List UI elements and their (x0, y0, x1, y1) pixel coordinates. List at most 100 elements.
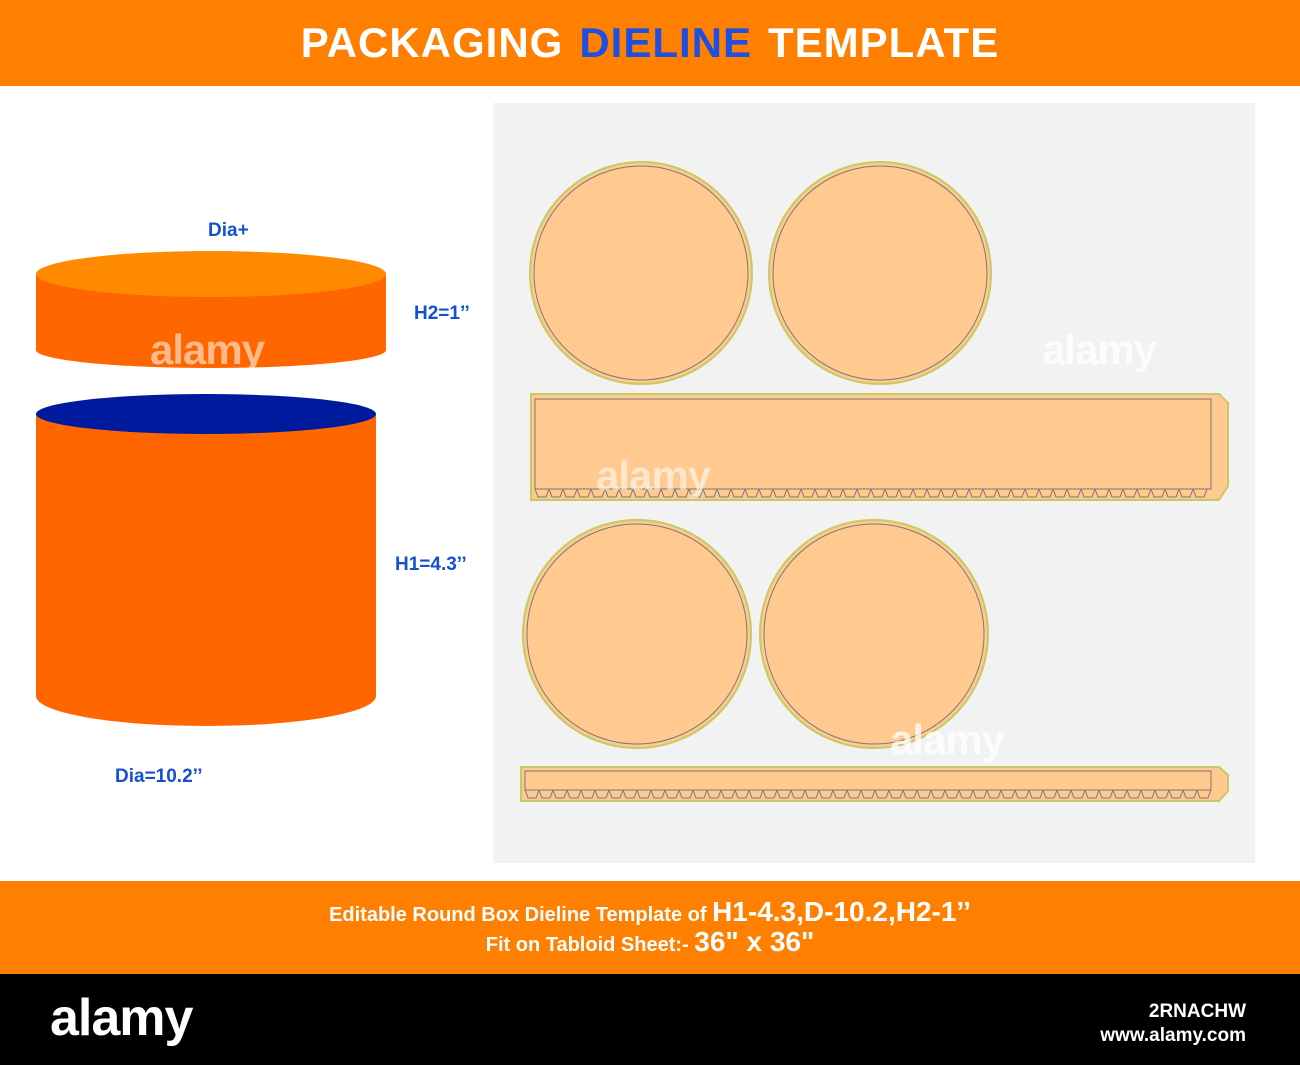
glue-notch (1098, 789, 1114, 799)
glue-notch (846, 789, 862, 799)
base-opening (36, 394, 376, 434)
glue-notch (986, 789, 1002, 799)
glue-notch (636, 789, 652, 799)
glue-notch (772, 488, 788, 498)
glue-notch (524, 789, 540, 799)
glue-notch (1168, 789, 1184, 799)
footer-line-1: Editable Round Box Dieline Template of H… (0, 897, 1300, 930)
base-side-strip (530, 393, 1229, 501)
glue-notch (566, 789, 582, 799)
glue-notch (1182, 789, 1198, 799)
glue-notch (1150, 488, 1166, 498)
glue-notch (1024, 488, 1040, 498)
glue-notch (1038, 488, 1054, 498)
glue-notch (650, 789, 666, 799)
base-circle-1-fold (526, 523, 748, 745)
glue-notch (842, 488, 858, 498)
footer-line2-size: 36" x 36" (694, 926, 815, 957)
glue-notch (870, 488, 886, 498)
glue-notch (716, 488, 732, 498)
glue-notch (856, 488, 872, 498)
glue-notch (968, 488, 984, 498)
glue-notch (814, 488, 830, 498)
glue-notch (674, 488, 690, 498)
glue-notch (692, 789, 708, 799)
glue-notch (926, 488, 942, 498)
dieline-panel (493, 103, 1255, 863)
glue-notch (632, 488, 648, 498)
stock-bar: alamy 2RNACHW www.alamy.com (0, 974, 1300, 1065)
glue-notch (874, 789, 890, 799)
base-circle-2-fold (763, 523, 985, 745)
glue-notch (776, 789, 792, 799)
glue-notch (706, 789, 722, 799)
glue-notch (898, 488, 914, 498)
glue-notch (958, 789, 974, 799)
glue-notch (930, 789, 946, 799)
base-circle-1 (522, 519, 752, 749)
footer-line1-dims: H1-4.3,D-10.2,H2-1’’ (712, 896, 971, 927)
lid-top (36, 251, 386, 297)
footer-line-2: Fit on Tabloid Sheet:- 36" x 36" (0, 926, 1300, 961)
glue-notch (888, 789, 904, 799)
lid-diameter-label: Dia+ (208, 220, 249, 241)
glue-notch (1014, 789, 1030, 799)
glue-notch (548, 488, 564, 498)
glue-notch (1196, 789, 1212, 799)
glue-notch (1056, 789, 1072, 799)
glue-notch (720, 789, 736, 799)
dieline-drawing (520, 161, 1229, 802)
glue-notch (1154, 789, 1170, 799)
glue-notch (1178, 488, 1194, 498)
glue-notch (688, 488, 704, 498)
glue-notch (1028, 789, 1044, 799)
glue-notch (1108, 488, 1124, 498)
glue-notch (786, 488, 802, 498)
lid-circle-2-fold (772, 165, 988, 381)
glue-notch (1066, 488, 1082, 498)
lid-side (36, 274, 386, 368)
glue-notch (604, 488, 620, 498)
lid-side-strip (520, 766, 1229, 802)
glue-notch (800, 488, 816, 498)
glue-notch (762, 789, 778, 799)
glue-notch (758, 488, 774, 498)
glue-notch (1084, 789, 1100, 799)
title-part2: TEMPLATE (768, 19, 1000, 66)
glue-notch (744, 488, 760, 498)
glue-notch (1122, 488, 1138, 498)
base-side (36, 414, 376, 726)
glue-notch (996, 488, 1012, 498)
glue-notch (912, 488, 928, 498)
stock-info: 2RNACHW www.alamy.com (1100, 1000, 1246, 1048)
stock-image-id: 2RNACHW (1148, 1001, 1246, 1022)
glue-notch (594, 789, 610, 799)
glue-notch (1010, 488, 1026, 498)
glue-notch (1070, 789, 1086, 799)
glue-notch (1112, 789, 1128, 799)
lid-circle-2 (768, 161, 992, 385)
glue-notch (1080, 488, 1096, 498)
glue-notch (954, 488, 970, 498)
glue-notch (660, 488, 676, 498)
glue-notch (622, 789, 638, 799)
glue-notch (576, 488, 592, 498)
glue-notch (664, 789, 680, 799)
lid-height-label: H2=1’’ (414, 303, 470, 324)
glue-notch (828, 488, 844, 498)
stock-site: www.alamy.com (1100, 1025, 1246, 1046)
glue-notch (860, 789, 876, 799)
glue-notch (1164, 488, 1180, 498)
glue-notch (804, 789, 820, 799)
round-box-illustration (36, 251, 386, 726)
glue-notch (832, 789, 848, 799)
glue-notch (940, 488, 956, 498)
glue-notch (618, 488, 634, 498)
glue-notch (748, 789, 764, 799)
glue-notch (562, 488, 578, 498)
footer-banner: Editable Round Box Dieline Template of H… (0, 881, 1300, 974)
base-height-label: H1=4.3’’ (395, 554, 467, 575)
glue-notch (1136, 488, 1152, 498)
footer-line1-prefix: Editable Round Box Dieline Template of (329, 904, 707, 926)
glue-notch (902, 789, 918, 799)
